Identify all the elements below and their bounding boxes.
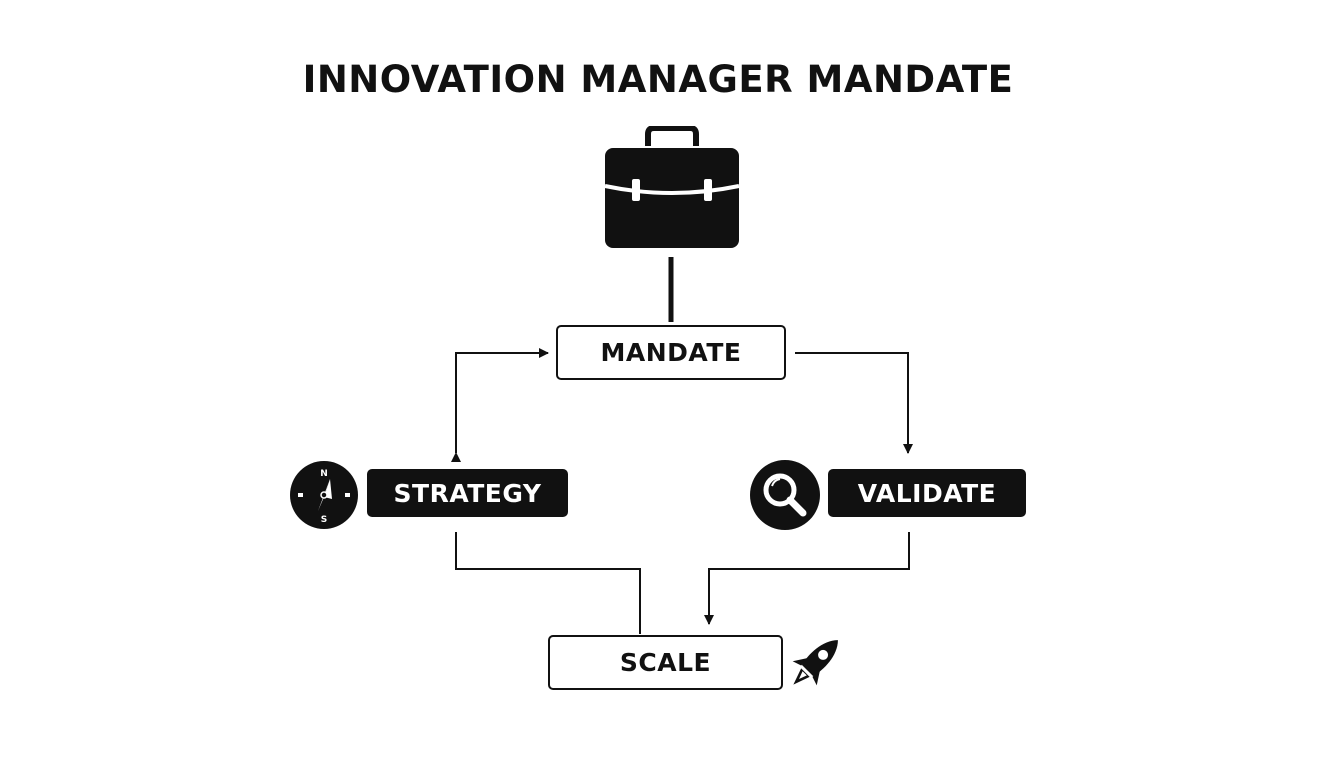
edge-strategy-scale <box>455 532 641 634</box>
edge-mandate-strategy <box>451 348 549 462</box>
compass-north-label: N <box>320 469 328 479</box>
scale-node: SCALE <box>548 635 783 690</box>
edge-validate-scale <box>704 532 910 625</box>
diagram-title: INNOVATION MANAGER MANDATE <box>302 58 1014 101</box>
briefcase-icon <box>604 126 740 248</box>
edge-mandate-validate <box>795 352 913 454</box>
compass-south-label: S <box>321 515 327 525</box>
mandate-node: MANDATE <box>556 325 786 380</box>
validate-node: VALIDATE <box>828 469 1026 517</box>
compass-icon: N S <box>290 461 358 529</box>
rocket-icon <box>792 640 838 686</box>
strategy-node: STRATEGY <box>367 469 568 517</box>
magnifier-icon <box>750 460 820 530</box>
